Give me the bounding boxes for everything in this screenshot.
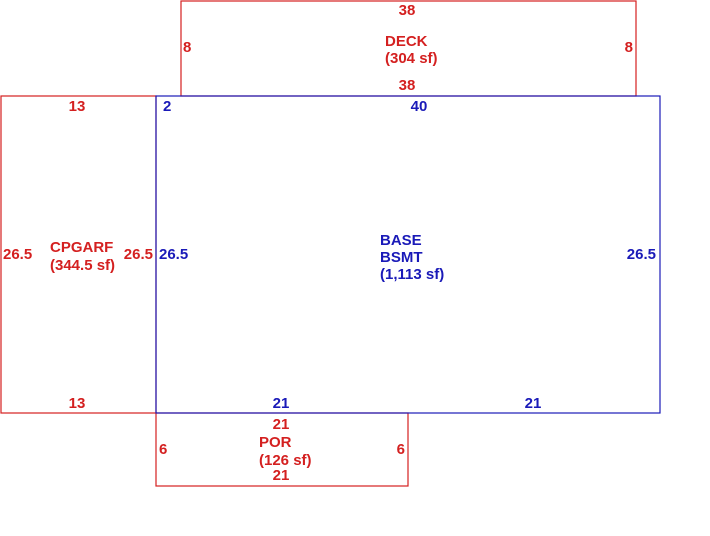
por-dim-left: 6 <box>159 441 167 458</box>
base-dim-right: 26.5 <box>627 246 656 263</box>
base-area: (1,113 sf) <box>380 266 444 283</box>
cpgarf-dim-left: 26.5 <box>3 246 32 263</box>
base-dim-top-short: 2 <box>163 98 171 115</box>
base-dim-bottom-left: 21 <box>273 395 290 412</box>
cpgarf-dim-top: 13 <box>69 98 86 115</box>
por-name: POR <box>259 434 292 451</box>
base-dim-left: 26.5 <box>159 246 188 263</box>
por-dim-right: 6 <box>397 441 405 458</box>
cpgarf-dim-right: 26.5 <box>124 246 153 263</box>
deck-dim-left: 8 <box>183 39 191 56</box>
base-name-line1: BASE <box>380 232 422 249</box>
deck-name: DECK <box>385 33 428 50</box>
por-dim-bottom: 21 <box>273 467 290 484</box>
por-dim-top: 21 <box>273 416 290 433</box>
cpgarf-dim-bottom: 13 <box>69 395 86 412</box>
base-outline <box>155 95 661 414</box>
base-name-line2: BSMT <box>380 249 423 266</box>
deck-dim-top: 38 <box>399 2 416 19</box>
cpgarf-area: (344.5 sf) <box>50 257 115 274</box>
por-area: (126 sf) <box>259 452 312 469</box>
base-dim-top: 40 <box>411 98 428 115</box>
deck-dim-right: 8 <box>625 39 633 56</box>
deck-area: (304 sf) <box>385 50 438 67</box>
deck-dim-bottom: 38 <box>399 77 416 94</box>
base-dim-bottom-right: 21 <box>525 395 542 412</box>
cpgarf-name: CPGARF <box>50 239 113 256</box>
